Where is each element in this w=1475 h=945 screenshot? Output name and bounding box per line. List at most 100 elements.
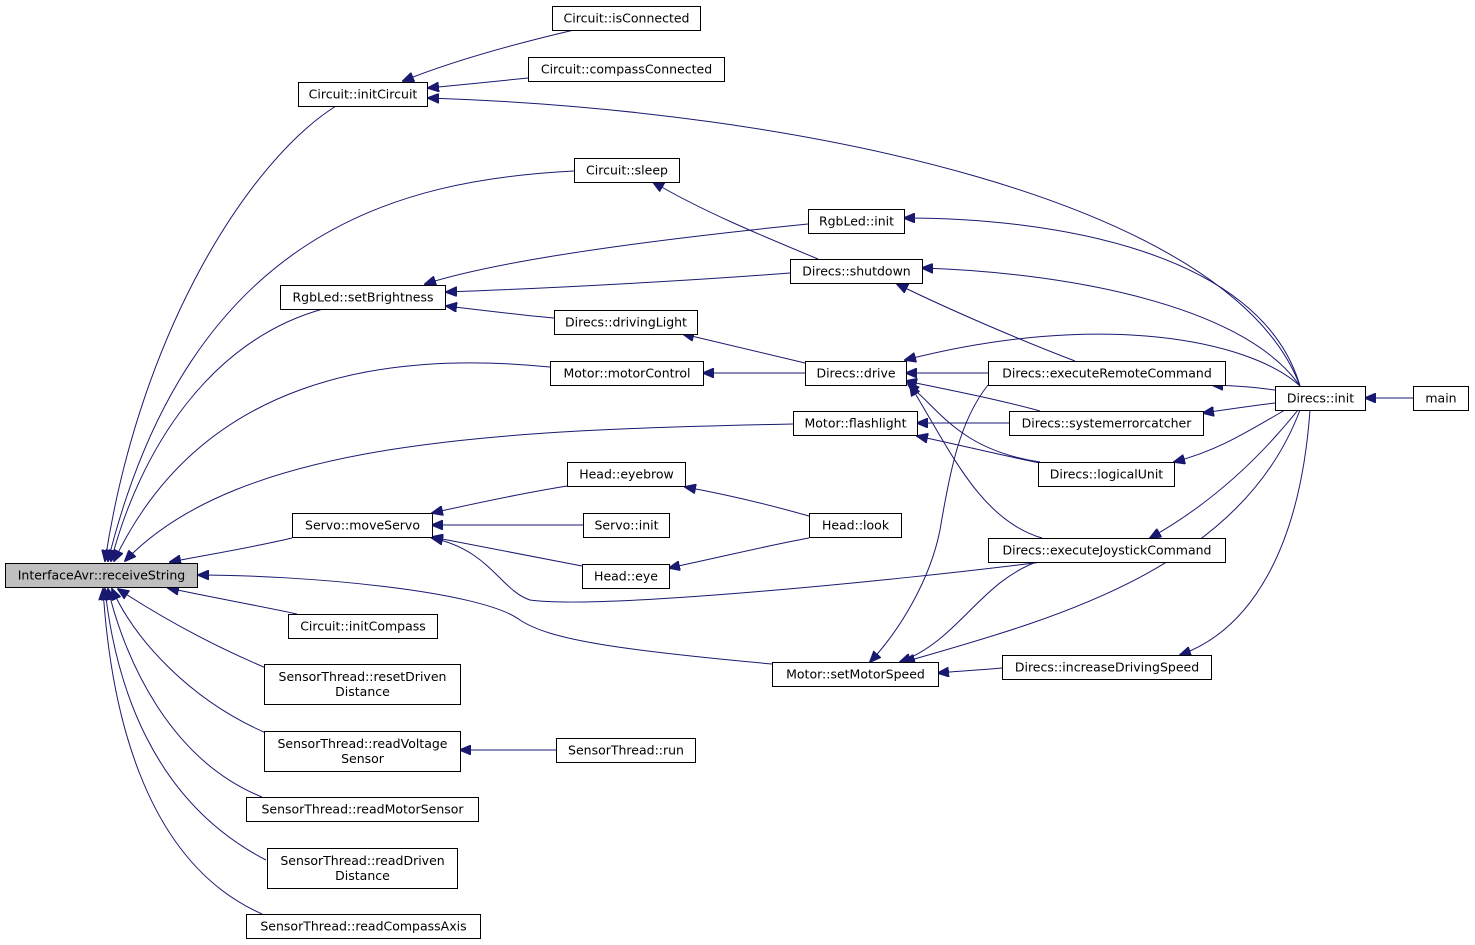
node-label: Circuit::compassConnected xyxy=(541,62,712,77)
edge-path xyxy=(105,105,337,561)
edge-compassConnected-to-initCircuit xyxy=(428,77,529,88)
node-label: Direcs::shutdown xyxy=(802,264,910,279)
edge-path xyxy=(111,308,324,561)
edge-execJoystick-to-setMotorSpeed xyxy=(900,559,1043,662)
node-box xyxy=(292,513,433,538)
node-label: main xyxy=(1425,391,1456,406)
node-eye[interactable]: Head::eye xyxy=(582,564,670,589)
edge-direcsInit-to-execJoystick xyxy=(1150,409,1299,538)
node-label: Motor::setMotorSpeed xyxy=(786,667,925,682)
edge-path xyxy=(425,223,809,284)
node-box xyxy=(556,738,696,763)
node-box xyxy=(1009,411,1204,436)
node-box xyxy=(246,914,481,939)
node-box xyxy=(583,513,670,538)
edge-readMotor-to-receive xyxy=(108,589,263,798)
node-isConnected[interactable]: Circuit::isConnected xyxy=(552,6,701,31)
node-box xyxy=(790,259,923,284)
node-label: Head::eyebrow xyxy=(579,467,674,482)
node-direcsInit[interactable]: Direcs::init xyxy=(1275,386,1366,411)
node-label: SensorThread::run xyxy=(568,743,684,758)
node-execRemote[interactable]: Direcs::executeRemoteCommand xyxy=(988,361,1226,386)
edge-shutdown-to-sleep xyxy=(653,182,819,260)
edge-path xyxy=(685,487,810,517)
node-drive[interactable]: Direcs::drive xyxy=(805,361,907,386)
node-flashlight[interactable]: Motor::flashlight xyxy=(793,411,918,436)
node-run[interactable]: SensorThread::run xyxy=(556,738,696,763)
node-box xyxy=(1413,386,1469,411)
edge-drive-to-drivingLight xyxy=(683,334,806,364)
node-readMotor[interactable]: SensorThread::readMotorSensor xyxy=(246,797,479,822)
node-label: Distance xyxy=(335,868,390,883)
node-look[interactable]: Head::look xyxy=(809,513,902,538)
edge-path xyxy=(108,170,575,561)
edge-path xyxy=(432,537,583,567)
edge-flashlight-to-receive xyxy=(125,423,794,561)
node-syserr[interactable]: Direcs::systemerrorcatcher xyxy=(1009,411,1204,436)
node-initCompass[interactable]: Circuit::initCompass xyxy=(288,614,438,639)
node-box xyxy=(288,614,438,639)
node-label: SensorThread::resetDriven xyxy=(279,669,447,684)
node-logicalUnit[interactable]: Direcs::logicalUnit xyxy=(1038,462,1175,487)
edge-path xyxy=(428,77,529,88)
edge-eyebrow-to-moveServo xyxy=(432,485,568,513)
node-rgbInit[interactable]: RgbLed::init xyxy=(808,209,905,234)
node-main[interactable]: main xyxy=(1413,386,1469,411)
edge-path xyxy=(922,268,1301,387)
edge-path xyxy=(198,575,773,665)
edge-execRemote-to-setMotorSpeed xyxy=(870,384,989,662)
node-box xyxy=(574,158,680,183)
node-servoInit[interactable]: Servo::init xyxy=(583,513,670,538)
edge-path xyxy=(1174,409,1286,462)
node-label: Motor::motorControl xyxy=(563,366,690,381)
node-label: Direcs::logicalUnit xyxy=(1050,467,1164,482)
node-sleep[interactable]: Circuit::sleep xyxy=(574,158,680,183)
node-compassConnected[interactable]: Circuit::compassConnected xyxy=(528,57,725,82)
node-label: SensorThread::readDriven xyxy=(280,853,444,868)
node-execJoystick[interactable]: Direcs::executeJoystickCommand xyxy=(988,538,1226,563)
node-label: Direcs::systemerrorcatcher xyxy=(1022,416,1193,431)
edge-path xyxy=(870,384,989,662)
node-initCircuit[interactable]: Circuit::initCircuit xyxy=(298,82,428,107)
edge-incSpeed-to-setMotorSpeed xyxy=(938,668,1003,673)
node-motorControl[interactable]: Motor::motorControl xyxy=(550,361,704,386)
node-box xyxy=(264,664,461,705)
node-box xyxy=(550,361,704,386)
edge-path xyxy=(938,668,1003,673)
edge-execJoystick-to-drive xyxy=(910,385,1043,539)
node-label: Motor::flashlight xyxy=(805,416,907,431)
node-label: Head::look xyxy=(822,518,890,533)
node-label: Direcs::init xyxy=(1287,391,1354,406)
node-drivingLight[interactable]: Direcs::drivingLight xyxy=(554,310,698,335)
node-receive[interactable]: InterfaceAvr::receiveString xyxy=(5,563,198,588)
edge-path xyxy=(904,218,1301,387)
edge-path xyxy=(446,306,555,319)
edge-direcsInit-to-drive xyxy=(905,333,1301,387)
node-box xyxy=(264,731,461,772)
edge-execJoystick-to-moveServo xyxy=(432,538,1043,603)
node-box xyxy=(267,848,458,889)
node-setMotorSpeed[interactable]: Motor::setMotorSpeed xyxy=(772,662,939,687)
node-moveServo[interactable]: Servo::moveServo xyxy=(292,513,433,538)
node-label: Sensor xyxy=(341,751,385,766)
edge-readCompass-to-receive xyxy=(103,589,263,915)
node-shutdown[interactable]: Direcs::shutdown xyxy=(790,259,923,284)
node-box xyxy=(582,564,670,589)
node-incSpeed[interactable]: Direcs::increaseDrivingSpeed xyxy=(1002,655,1212,680)
edge-path xyxy=(432,538,1043,603)
node-label: SensorThread::readMotorSensor xyxy=(261,802,464,817)
edge-direcsInit-to-initCircuit xyxy=(428,98,1301,387)
node-eyebrow[interactable]: Head::eyebrow xyxy=(567,462,686,487)
node-label: SensorThread::readVoltage xyxy=(277,736,447,751)
node-setBrightness[interactable]: RgbLed::setBrightness xyxy=(280,285,446,310)
node-box xyxy=(1275,386,1366,411)
edge-syserr-to-drive xyxy=(906,381,1041,412)
edge-path xyxy=(905,333,1301,387)
node-readCompass[interactable]: SensorThread::readCompassAxis xyxy=(246,914,481,939)
edge-sleep-to-receive xyxy=(108,170,575,561)
node-label: Circuit::initCompass xyxy=(300,619,426,634)
node-box xyxy=(1002,655,1212,680)
